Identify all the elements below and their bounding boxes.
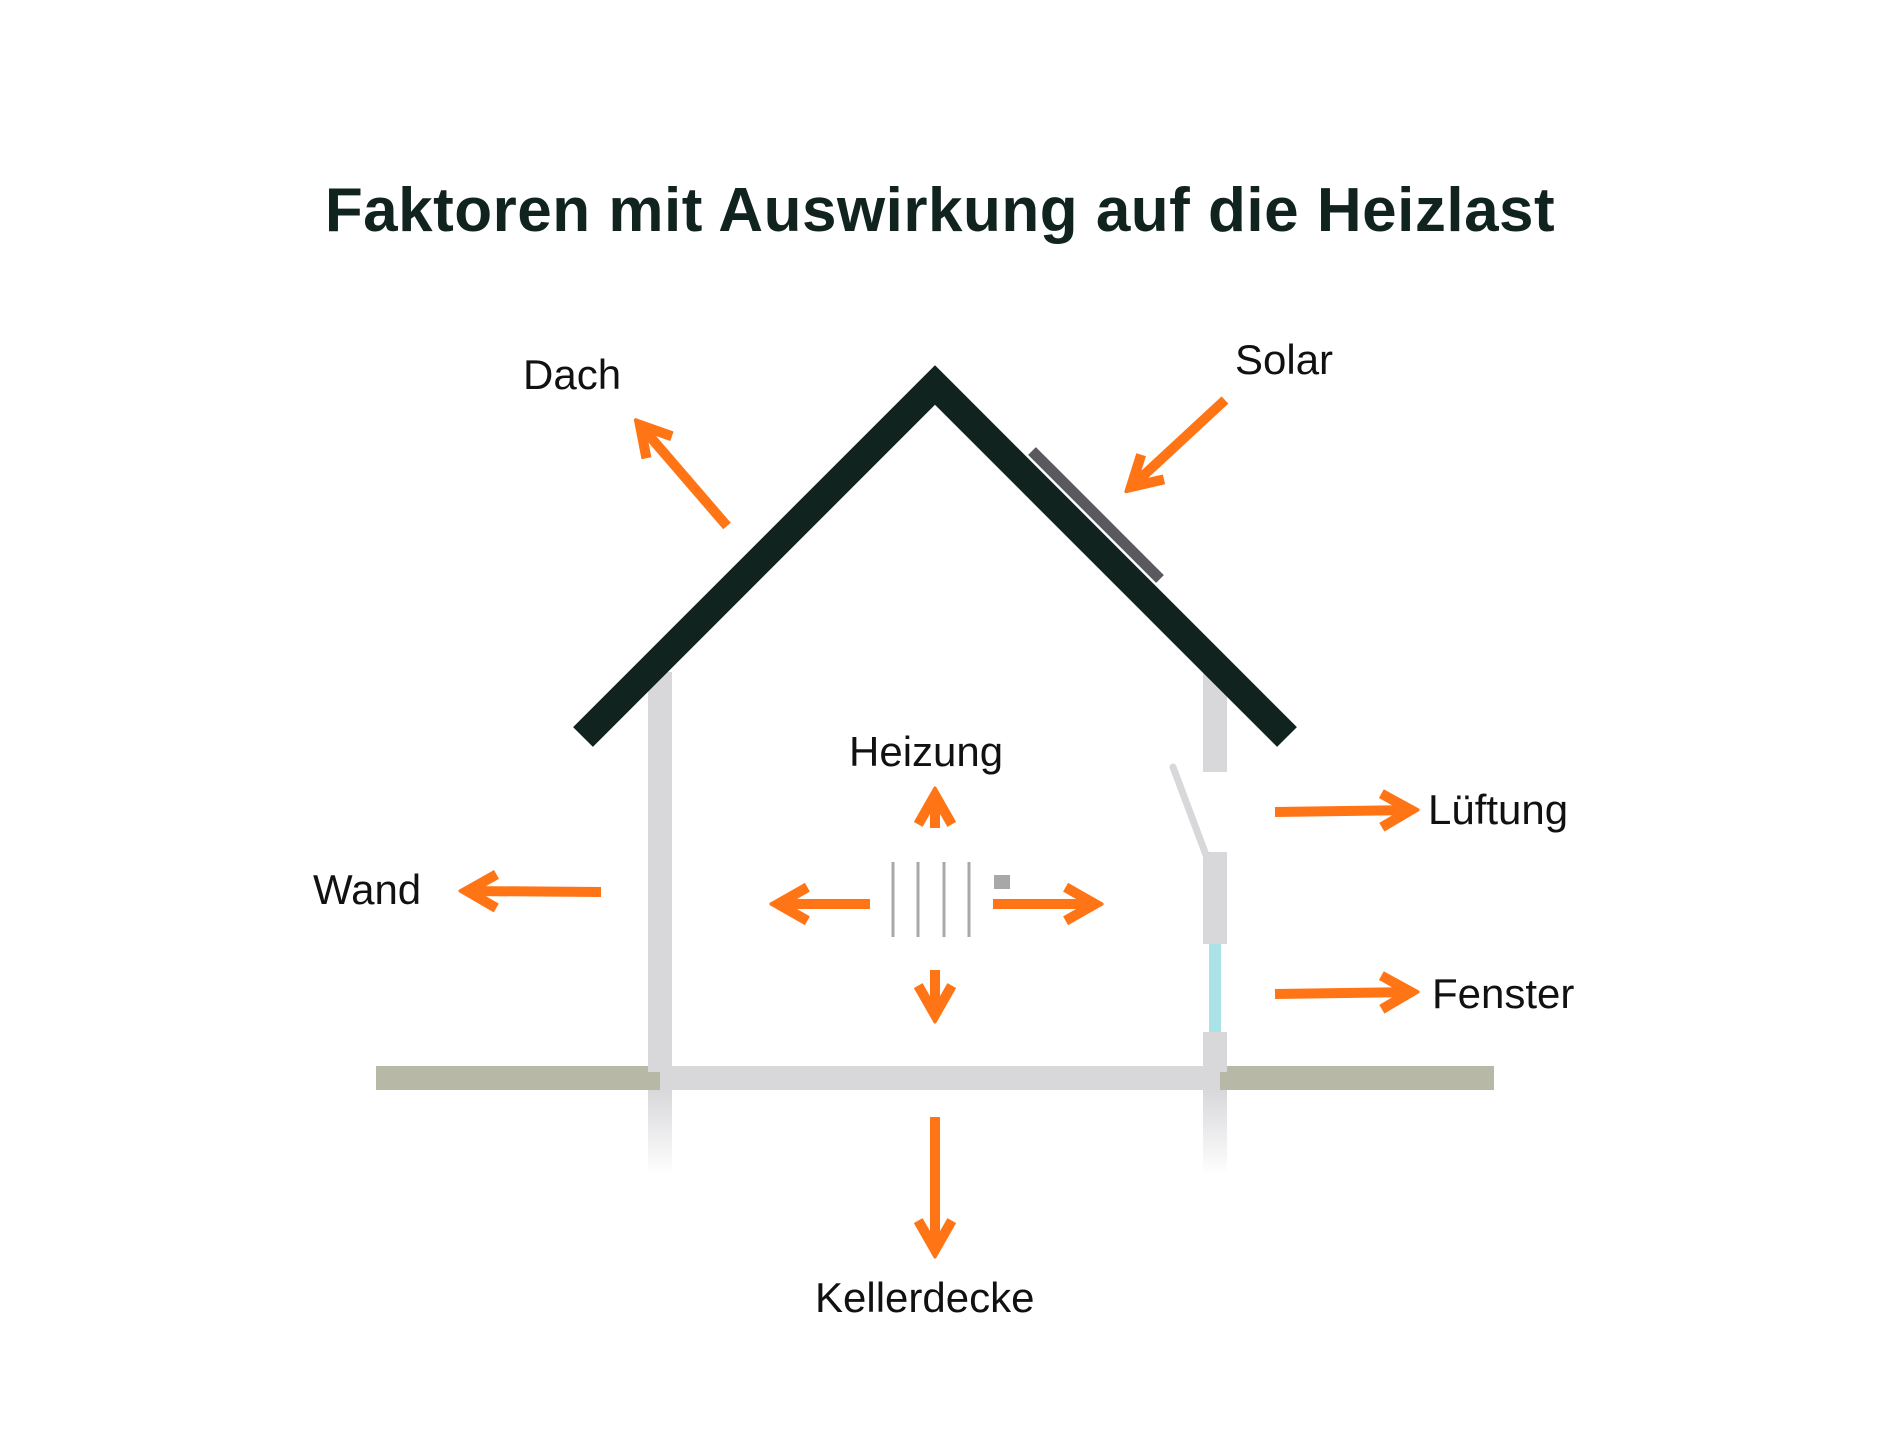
window-glass [1209, 944, 1221, 1032]
label-wand: Wand [313, 866, 422, 913]
label-solar: Solar [1235, 336, 1334, 383]
lueftung-arrow [1274, 810, 1411, 812]
label-fenster: Fenster [1432, 970, 1575, 1017]
diagram-title: Faktoren mit Auswirkung auf die Heizlast [324, 176, 1556, 245]
basement-ceiling [660, 1066, 1220, 1090]
right-wall-lower [1203, 1032, 1227, 1072]
right-wall-middle [1203, 852, 1227, 944]
label-dach: Dach [523, 351, 622, 398]
ventilation-flap [1169, 763, 1210, 859]
wand-arrow [467, 891, 602, 892]
solar-arrow [1131, 396, 1229, 487]
left-wall [648, 672, 672, 1072]
fenster-arrow [1274, 992, 1411, 994]
radiator-icon [891, 862, 1010, 937]
label-kellerdecke: Kellerdecke [815, 1274, 1035, 1321]
solar-panel [1028, 447, 1164, 583]
label-heizung: Heizung [849, 728, 1004, 775]
label-lueftung: Lüftung [1428, 786, 1569, 833]
left-wall-foundation [648, 1090, 672, 1175]
roof [573, 365, 1297, 747]
right-wall-foundation [1203, 1090, 1227, 1175]
dach-arrow [640, 425, 731, 530]
